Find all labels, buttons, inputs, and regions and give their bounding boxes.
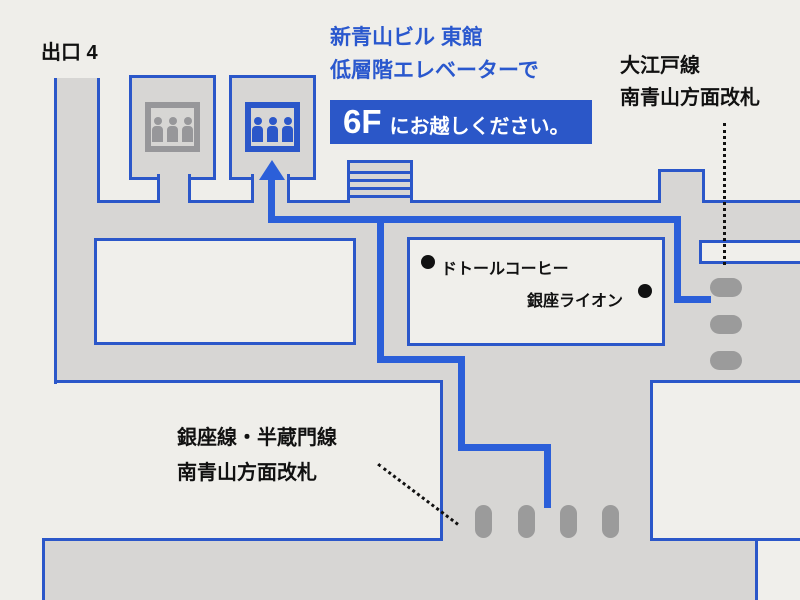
elevator-corridor-stub — [157, 174, 191, 203]
concourse-top-wall — [287, 200, 350, 203]
route-ginza-branch — [377, 356, 465, 363]
person-icon — [282, 117, 293, 142]
ginza-lion-location-dot — [638, 284, 652, 298]
oedo-gate-label-line1: 大江戸線 — [620, 55, 700, 77]
exit-label: 出口 4 — [41, 42, 98, 64]
destination-heading-line1: 新青山ビル 東館 — [330, 26, 483, 49]
floor-number: 6F — [343, 103, 382, 140]
person-icon — [182, 117, 193, 142]
concourse-top-wall — [100, 200, 160, 203]
ginza-ticket-gate-pill — [518, 505, 535, 538]
gate-area-left-wall — [440, 380, 443, 541]
bottom-area-left-wall — [42, 538, 45, 600]
ginza-ticket-gate-pill — [475, 505, 492, 538]
corridor-right-wall — [97, 78, 100, 203]
concourse-top-wall — [410, 200, 661, 203]
exit4-corridor — [57, 78, 97, 383]
route-ginza-branch — [377, 223, 384, 363]
bottom-area-top-wall — [42, 538, 443, 541]
person-icon — [152, 117, 163, 142]
concourse-top-wall — [702, 200, 800, 203]
elevator-icon — [145, 102, 200, 152]
route-ginza-branch — [544, 444, 551, 508]
corridor-left-wall — [54, 78, 57, 384]
concourse-bottom-wall — [54, 380, 443, 383]
oedo-corridor — [658, 169, 705, 203]
ginza-ticket-gate-pill — [560, 505, 577, 538]
station-room-block — [94, 238, 356, 345]
doutor-coffee-label: ドトールコーヒー — [441, 261, 569, 278]
route-ginza-branch — [458, 444, 551, 451]
right-building-bottom-wall — [650, 538, 758, 541]
bottom-concourse-area — [45, 541, 755, 600]
ginza-gate-label-line2: 南青山方面改札 — [177, 462, 317, 484]
route-trunk — [268, 216, 681, 223]
person-icon — [252, 117, 263, 142]
person-icon — [167, 117, 178, 142]
oedo-ticket-gate-pill — [710, 351, 742, 370]
oedo-gate-label-line2: 南青山方面改札 — [620, 87, 760, 109]
up-arrow-icon — [259, 160, 285, 180]
oedo-gate-passage — [699, 240, 800, 264]
doutor-location-dot — [421, 255, 435, 269]
elevator-icon — [245, 102, 300, 152]
floor-banner: 6F にお越しください。 — [330, 100, 592, 144]
route-arrow-shaft — [268, 178, 275, 223]
oedo-leader-line — [723, 123, 726, 265]
person-icon — [267, 117, 278, 142]
ginza-gate-label-line1: 銀座線・半蔵門線 — [177, 427, 337, 449]
oedo-ticket-gate-pill — [710, 315, 742, 334]
ginza-ticket-gate-pill — [602, 505, 619, 538]
stairs-icon — [347, 160, 413, 203]
ginza-lion-label: 銀座ライオン — [527, 293, 624, 310]
destination-heading-line2: 低層階エレベーターで — [330, 59, 539, 82]
elevator-room-other — [129, 75, 216, 180]
bottom-right-divider-wall — [755, 541, 758, 600]
oedo-ticket-gate-pill — [710, 278, 742, 297]
concourse-top-wall — [188, 200, 254, 203]
route-ginza-branch — [458, 356, 465, 451]
right-building-block — [650, 380, 800, 541]
banner-message: にお越しください。 — [389, 116, 570, 138]
shops-block — [407, 237, 665, 346]
right-bottom-area — [758, 541, 800, 600]
route-oedo-branch — [674, 223, 681, 303]
route-oedo-branch — [674, 296, 711, 303]
